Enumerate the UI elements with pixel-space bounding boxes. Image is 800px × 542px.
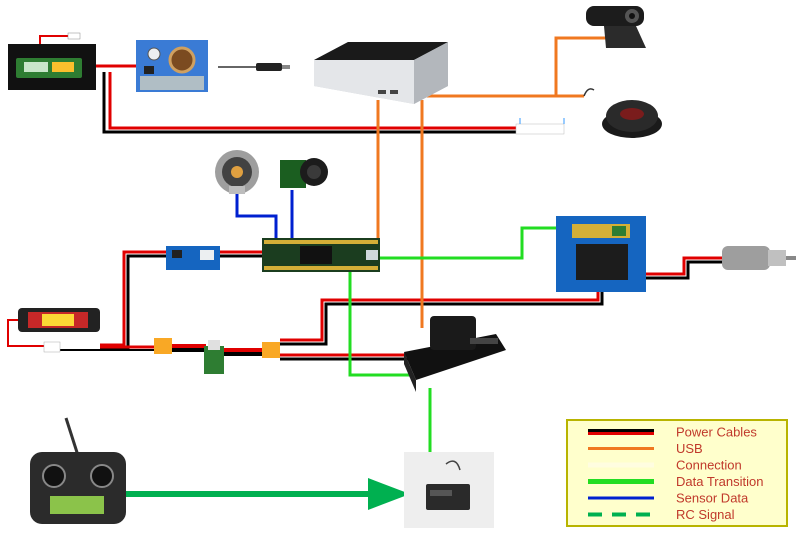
lipo-battery — [8, 32, 96, 90]
nimh-battery-pack — [7, 308, 100, 353]
rc-transmitter — [30, 417, 126, 524]
sensor-wires — [235, 190, 294, 238]
legend-label-connection: Connection — [676, 458, 742, 473]
power-wire-nimh-to-regulator-black — [100, 254, 166, 351]
sensor-wire-encoder-to-teensy — [235, 190, 278, 238]
power-wire-module-to-driver-black — [280, 284, 604, 346]
power-wire-nimh-to-regulator — [100, 250, 166, 347]
motor-driver-board — [556, 216, 646, 292]
teensy-microcontroller — [262, 238, 380, 272]
pixhawk-flight-controller — [404, 316, 506, 392]
voltage-regulator-board — [166, 246, 220, 270]
power-module-connector — [154, 338, 280, 374]
usb-wires — [376, 36, 612, 328]
rc-receiver — [404, 452, 494, 528]
legend-label-rc: RC Signal — [676, 507, 735, 522]
intel-nuc-mini-pc — [314, 42, 448, 104]
rc-signal-arrow-head — [368, 478, 410, 510]
power-wire-driver-to-motor-black — [646, 260, 722, 280]
dc-gear-motor — [722, 246, 796, 270]
legend-label-power: Power Cables — [676, 425, 757, 440]
ultrasonic-sensor — [280, 158, 328, 188]
legend-label-data: Data Transition — [676, 474, 763, 489]
power-wire-driver-to-motor — [646, 256, 722, 276]
usb-wire-pc-to-webcam — [422, 36, 612, 98]
legend-label-usb: USB — [676, 441, 703, 456]
usb-webcam — [586, 6, 646, 48]
connection-wire-teensy-to-fc — [348, 270, 410, 377]
rc-signal — [110, 478, 410, 510]
dc-barrel-plug — [218, 63, 290, 71]
power-wires — [60, 64, 722, 361]
power-wire-battery-to-pc-red — [108, 72, 540, 130]
usb-speaker-puck — [583, 88, 662, 138]
inline-power-connector — [515, 118, 565, 135]
legend-box — [566, 419, 788, 527]
buck-converter — [136, 40, 208, 92]
wheel-encoder — [215, 150, 259, 194]
power-wire-module-to-driver — [280, 284, 600, 342]
legend-label-sensor: Sensor Data — [676, 491, 749, 506]
power-wire-battery-to-pc — [102, 72, 540, 134]
